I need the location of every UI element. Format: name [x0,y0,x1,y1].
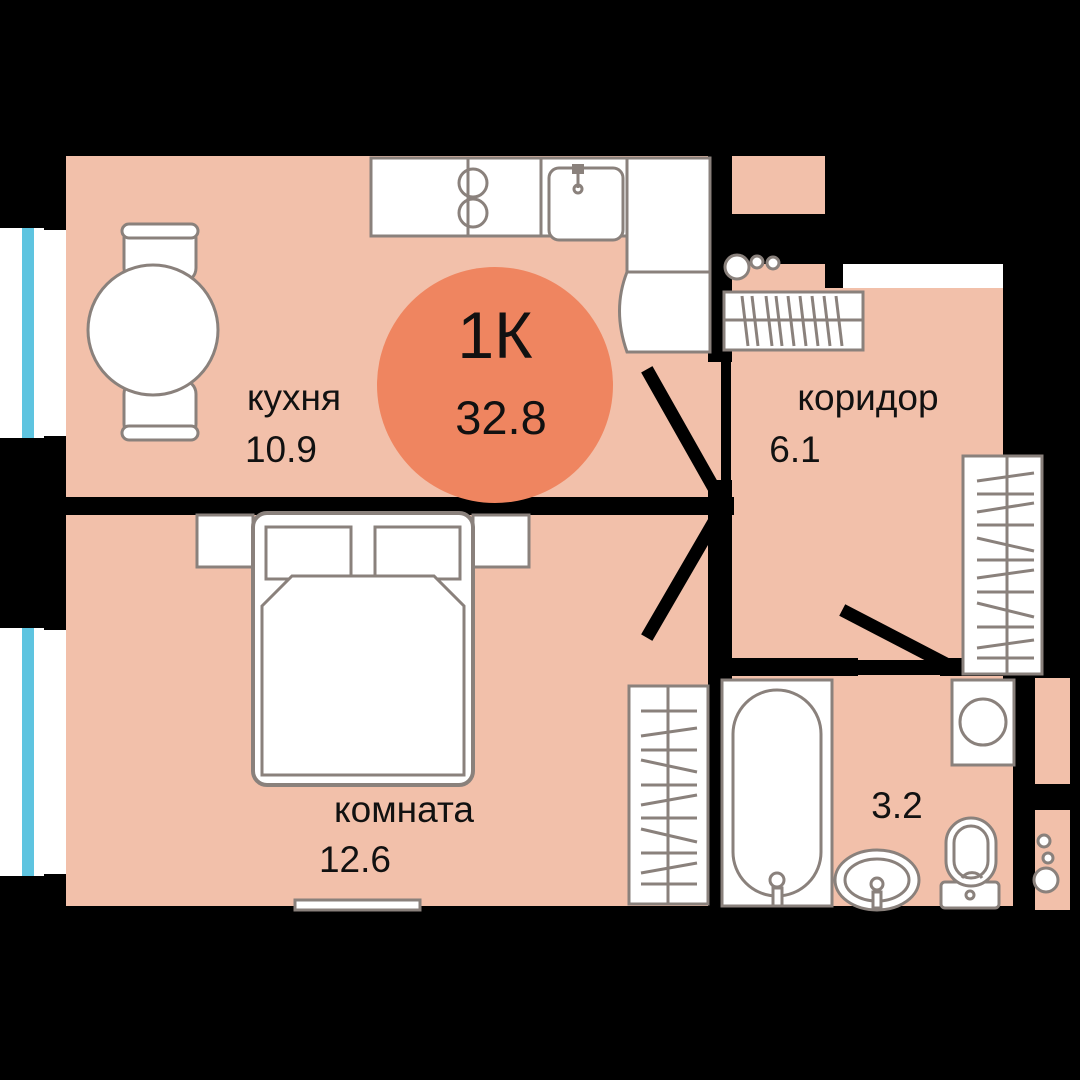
nightstand-left [195,513,255,569]
label-corridor-name: коридор [797,377,938,418]
toilet-flush [964,889,976,901]
wall-bath-top-b [828,658,858,676]
bathtub [731,688,823,898]
toilet-front [960,871,984,879]
label-bedroom-area: 12.6 [319,839,391,880]
toilet [939,816,1001,910]
door-kitchen-swing [641,366,724,499]
door-jamb-center [708,487,730,525]
wall-bath-top-a [708,658,828,676]
wall-left-b [44,436,66,630]
bedroom-sill [293,898,422,912]
floor-shaft-a [1034,678,1070,786]
badge-circle [377,267,613,503]
bathroom-fixtures [720,678,1016,912]
wall-shaft-a [1013,676,1035,784]
wall-left-a [44,155,66,230]
washbasin-faucet [871,890,883,910]
door-bedroom-swing [641,511,724,641]
wall-shaft-c [1013,810,1035,910]
bed-duvet [260,574,466,777]
kitchen-sink [547,166,625,242]
cooktop-burner-2 [457,197,489,229]
wardrobe-entry-rails [740,295,844,347]
washing-machine-drum [958,697,1008,747]
door-bathroom-swing [839,604,957,674]
wall-shaft-b [1013,784,1070,810]
wall-top-entry [731,140,827,156]
pillow-right [373,525,462,581]
kitchen-faucet-head [572,183,584,195]
water-meter-pipe-2 [765,255,781,271]
pillow-left [264,525,353,581]
wardrobe-bedroom [627,684,710,906]
wardrobe-bedroom-rails [640,709,698,886]
bathtub-faucet [771,886,784,908]
nightstand-right [471,513,531,569]
room-labels: кухня 10.9 коридор 6.1 комната 12.6 3.2 [245,377,939,880]
wardrobe-corridor-rails [976,471,1035,660]
bedroom-furniture [195,511,710,912]
walls [44,140,1070,926]
label-bedroom-name: комната [334,789,474,830]
wall-bottom [44,906,1034,926]
washbasin-drain [869,876,885,892]
entry-door [843,262,1003,288]
door-swings [641,366,957,674]
window-bedroom-glass [22,628,34,876]
water-meter-main [723,253,751,281]
label-kitchen-name: кухня [247,377,341,418]
corridor-furniture [722,253,1044,676]
windows [0,228,66,876]
wall-top-main [44,140,734,156]
entry-door-leaf [843,262,1003,288]
cooktop-burner-1 [457,167,489,199]
riser-pipes [1032,833,1060,894]
kitchen-cabinet-corner [625,156,712,278]
riser-pipe-3 [1036,833,1052,849]
water-meter-pipe-1 [749,254,765,270]
kitchen-cabinet-1 [369,156,470,238]
label-corridor-area: 6.1 [769,429,820,470]
dining-chair-bottom-back [120,424,200,442]
apartment-type-badge: 1К 32.8 [377,267,613,503]
badge-title: 1К [457,298,533,372]
wall-kitchen-bedroom [44,497,734,515]
toilet-seat [952,824,990,880]
wardrobe-corridor-body [961,454,1044,676]
label-kitchen-area: 10.9 [245,429,317,470]
dining-chair-top-back [120,222,200,240]
label-bathroom-area: 3.2 [871,785,922,826]
dining-table [86,263,220,397]
wardrobe-corridor [961,454,1044,676]
badge-area: 32.8 [455,391,546,444]
wall-right-top [1003,140,1025,266]
window-kitchen-glass [22,228,34,438]
riser-pipe-2 [1041,851,1055,865]
wardrobe-entry [722,290,865,352]
kitchen-faucet-base [572,164,584,174]
window-bedroom [0,628,66,876]
water-meter [723,253,781,281]
window-kitchen [0,228,66,438]
riser-pipe-main [1032,866,1060,894]
wall-entry-nook-h [731,214,827,232]
kitchen-furniture [86,156,712,442]
wall-entry-nook-h3 [755,232,827,248]
washing-machine [950,678,1016,767]
wall-exterior-tr [827,140,1005,264]
refrigerator [618,270,712,354]
wall-left-c [44,874,66,910]
